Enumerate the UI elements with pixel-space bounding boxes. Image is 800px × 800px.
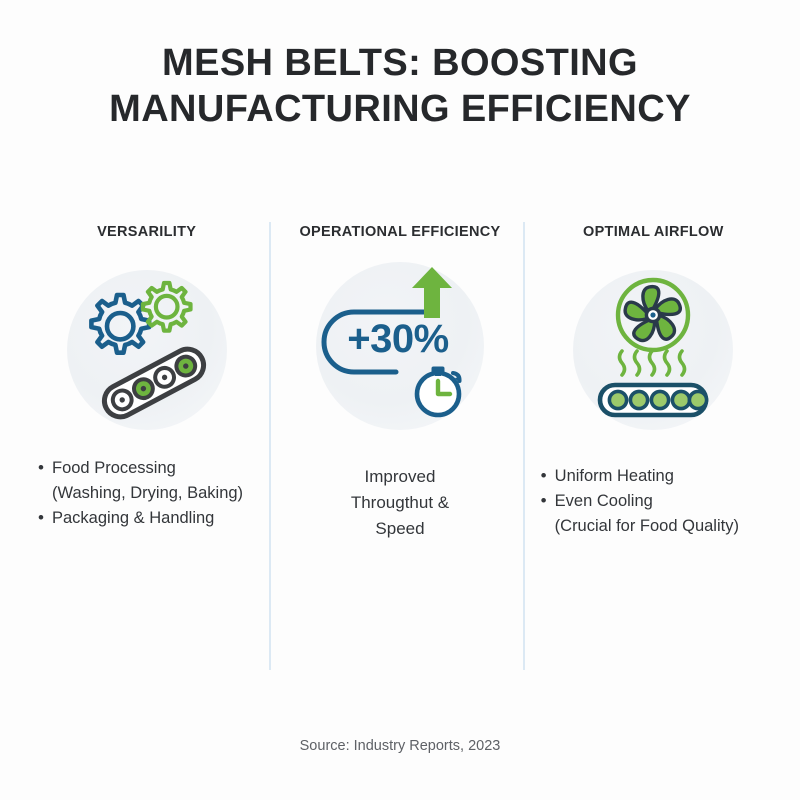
column-heading-optimal-airflow: OPTIMAL AIRFLOW	[583, 224, 724, 240]
stat-value-label: +30%	[347, 317, 448, 361]
list-item: Food Processing	[38, 455, 269, 481]
column-body-optimal-airflow: Uniform Heating Even Cooling (Crucial fo…	[527, 463, 780, 539]
title-line-2: MANUFACTURING EFFICIENCY	[109, 88, 691, 130]
page-title: MESH BELTS: BOOSTING MANUFACTURING EFFIC…	[0, 40, 800, 132]
fan-airflow-conveyor-icon	[578, 275, 728, 425]
source-footer: Source: Industry Reports, 2023	[299, 738, 501, 754]
list-item: Even Cooling	[541, 488, 776, 514]
column-versatility: VERSARILITY	[20, 212, 273, 672]
column-operational-efficiency: OPERATIONAL EFFICIENCY +30%	[273, 212, 526, 672]
growth-arrow-stopwatch-icon: +30%	[320, 266, 480, 426]
column-heading-versatility: VERSARILITY	[97, 224, 197, 240]
list-item-sub: (Crucial for Food Quality)	[554, 517, 739, 535]
icon-circle-operational-efficiency: +30%	[315, 262, 484, 430]
list-item: Uniform Heating	[541, 463, 776, 489]
list-item: Packaging & Handling	[38, 505, 269, 531]
icon-circle-versatility	[66, 270, 227, 430]
columns-container: VERSARILITY	[20, 212, 780, 672]
column-heading-operational-efficiency: OPERATIONAL EFFICIENCY	[299, 224, 501, 240]
gears-conveyor-icon	[72, 275, 222, 425]
title-line-1: MESH BELTS: BOOSTING	[162, 42, 638, 84]
column-divider-right	[523, 222, 525, 670]
list-item-sub: (Washing, Drying, Baking)	[52, 484, 244, 502]
icon-circle-optimal-airflow	[573, 270, 734, 430]
body-line: Improved	[364, 467, 436, 486]
body-line: Speed	[375, 519, 425, 538]
body-line: Througthut &	[350, 493, 450, 512]
column-optimal-airflow: OPTIMAL AIRFLOW	[527, 212, 780, 672]
bullet-list-optimal-airflow: Uniform Heating Even Cooling (Crucial fo…	[533, 463, 776, 539]
bullet-list-versatility: Food Processing (Washing, Drying, Baking…	[30, 455, 269, 531]
column-divider-left	[269, 222, 271, 670]
column-body-versatility: Food Processing (Washing, Drying, Baking…	[20, 455, 273, 531]
column-body-operational-efficiency: Improved Througthut & Speed	[273, 464, 526, 542]
